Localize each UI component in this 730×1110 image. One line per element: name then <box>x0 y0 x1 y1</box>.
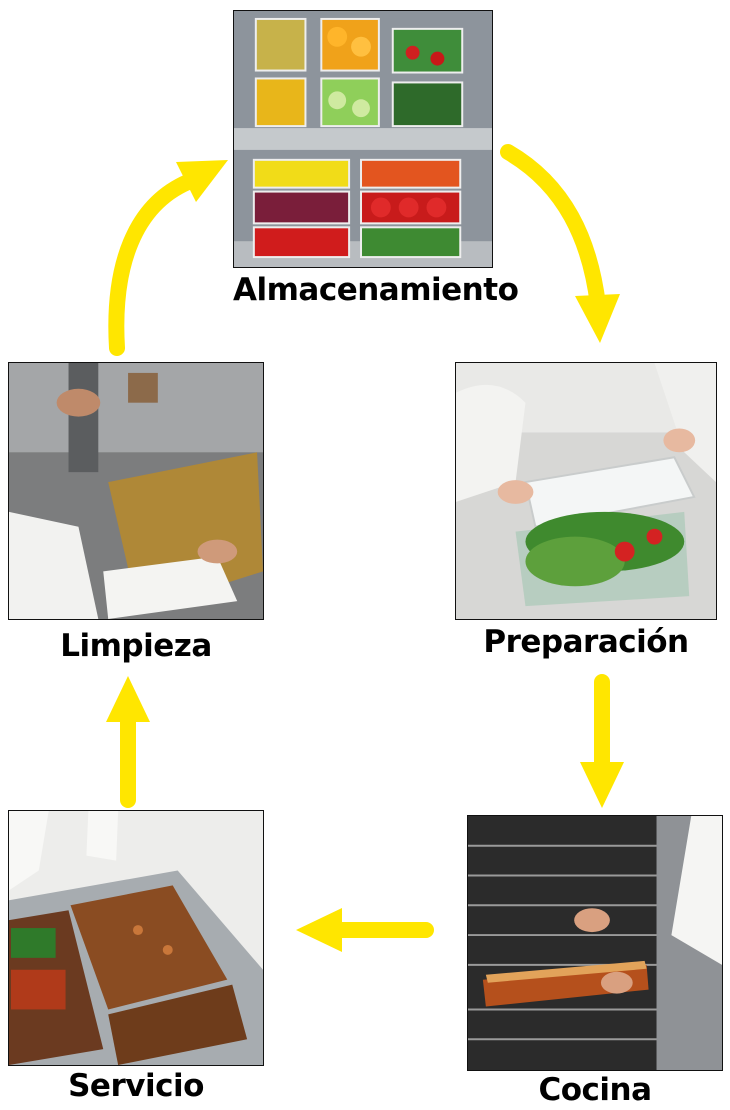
arrow-service-to-cleaning <box>106 676 150 808</box>
cleaning-photo <box>8 362 264 620</box>
prep-photo <box>455 362 717 620</box>
cooking-label: Cocina <box>538 1072 652 1108</box>
cleaning-label: Limpieza <box>60 628 212 664</box>
prep-label: Preparación <box>483 624 689 660</box>
cooking-photo <box>467 815 723 1071</box>
arrow-cleaning-to-storage <box>108 160 228 356</box>
arrow-cooking-to-service <box>296 908 434 952</box>
arrow-storage-to-prep <box>500 144 620 343</box>
storage-photo <box>233 10 493 268</box>
service-photo <box>8 810 264 1066</box>
storage-label: Almacenamiento <box>233 272 519 308</box>
service-label: Servicio <box>68 1068 204 1104</box>
arrow-prep-to-cooking <box>580 674 624 808</box>
